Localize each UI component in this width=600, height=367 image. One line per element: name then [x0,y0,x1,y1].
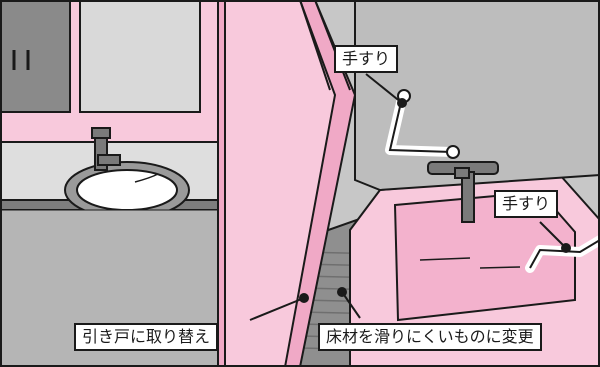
bathtub-water-line-2 [479,266,521,269]
handrail-right-bar-outline [529,239,600,269]
pointer-sliding-door [249,293,309,321]
bath-faucet-spout [461,171,475,223]
handrail-top-bar-outline [388,97,453,153]
sliding-door-label: 引き戸に取り替え [74,323,219,351]
bath-faucet-tip [454,167,470,179]
door-edge-2 [314,0,351,91]
sliding-door-panel [224,0,337,367]
handrail-top-mount-2 [446,145,460,159]
sink-highlight [134,173,159,183]
sink-basin [76,169,178,211]
floor-material-label: 床材を滑りにくいものに変更 [318,323,542,351]
pointer-floor [337,287,361,319]
faucet-handle [91,127,111,139]
bath-wall [354,0,600,192]
bathtub-water-line [419,257,471,261]
pointer-handrail-top [365,73,407,108]
handrail-top-label: 手すり [334,45,399,73]
faucet-spout [97,154,121,166]
mirror [79,0,201,113]
cabinet [0,0,71,113]
door-edge [299,0,331,91]
pointer-handrail-right [539,221,571,253]
handrail-right-label: 手すり [494,190,559,218]
